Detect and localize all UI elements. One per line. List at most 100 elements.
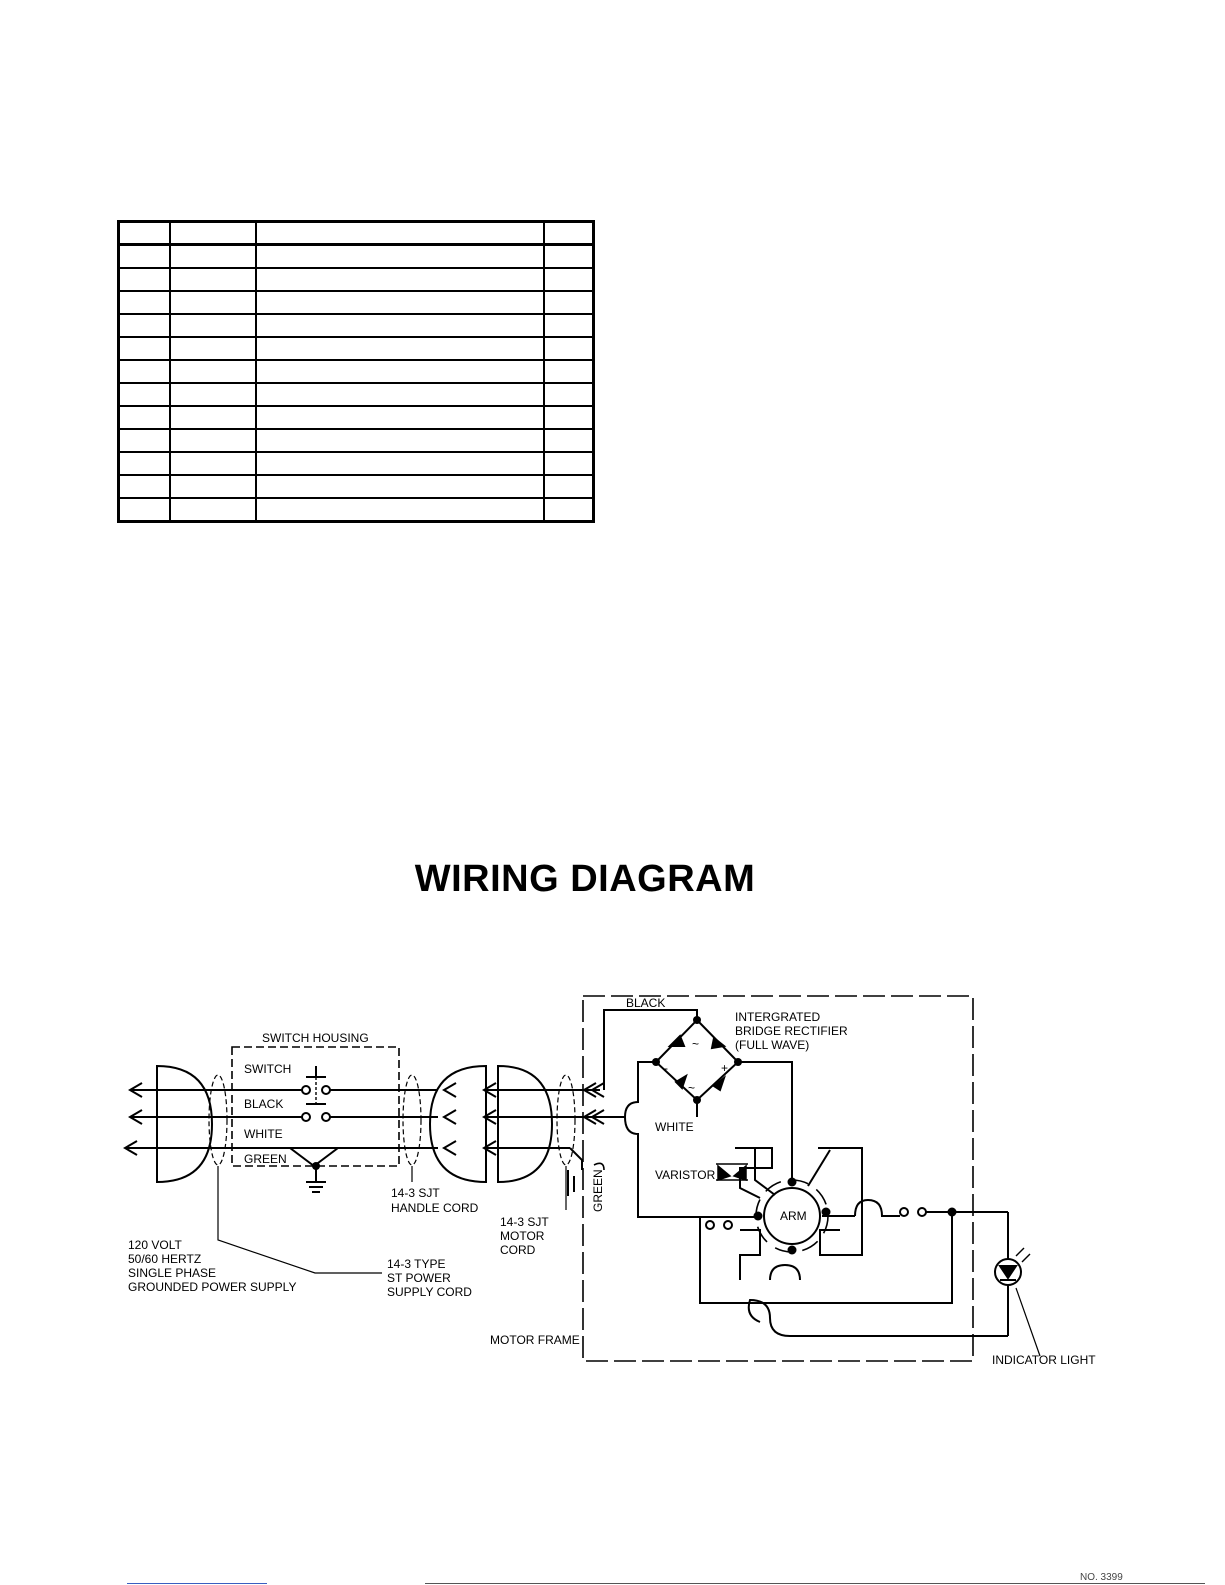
table-cell bbox=[543, 428, 595, 453]
label-white-left: WHITE bbox=[244, 1127, 283, 1141]
label-motor-cord-2: MOTOR bbox=[500, 1229, 545, 1243]
table-cell bbox=[543, 474, 595, 499]
supply-cord-sheath bbox=[208, 1074, 228, 1166]
table-cell bbox=[117, 428, 171, 453]
table-row bbox=[117, 336, 595, 361]
label-motor-cord-3: CORD bbox=[500, 1243, 536, 1257]
label-white-right: WHITE bbox=[655, 1120, 694, 1134]
armature bbox=[763, 1187, 821, 1245]
table-cell bbox=[543, 382, 595, 407]
table-cell bbox=[117, 313, 171, 338]
table-cell bbox=[255, 451, 545, 476]
label-plus: + bbox=[721, 1061, 728, 1075]
table-cell bbox=[255, 290, 545, 315]
label-indicator-light: INDICATOR LIGHT bbox=[992, 1353, 1096, 1367]
table-cell bbox=[255, 405, 545, 430]
table-cell bbox=[117, 336, 171, 361]
table-cell bbox=[117, 474, 171, 499]
arrow-left-1 bbox=[128, 1082, 143, 1098]
label-supply-3: SINGLE PHASE bbox=[128, 1266, 216, 1280]
table-cell bbox=[543, 267, 595, 292]
table-row bbox=[117, 428, 595, 453]
label-green-left: GREEN bbox=[244, 1152, 287, 1166]
label-green-vertical: GREEN bbox=[591, 1169, 605, 1212]
table-cell bbox=[169, 382, 257, 407]
arrow-left-3 bbox=[123, 1140, 138, 1156]
table-row bbox=[117, 290, 595, 315]
table-cell bbox=[117, 451, 171, 476]
table-cell bbox=[117, 382, 171, 407]
table-cell bbox=[117, 290, 171, 315]
label-handle-cord-1: 14-3 SJT bbox=[391, 1186, 440, 1200]
label-st-cord-2: ST POWER bbox=[387, 1271, 451, 1285]
table-cell bbox=[255, 428, 545, 453]
table-cell bbox=[117, 267, 171, 292]
label-st-cord-1: 14-3 TYPE bbox=[387, 1257, 445, 1271]
arrow-left-2 bbox=[128, 1109, 143, 1125]
label-supply-4: GROUNDED POWER SUPPLY bbox=[128, 1280, 296, 1294]
bridge-rectifier bbox=[654, 1018, 740, 1102]
table-cell bbox=[117, 359, 171, 384]
table-cell bbox=[169, 497, 257, 523]
label-tilde-top: ~ bbox=[692, 1037, 699, 1051]
table-cell bbox=[543, 359, 595, 384]
table-row bbox=[117, 243, 595, 269]
table-cell bbox=[255, 336, 545, 361]
handle-cord-sheath bbox=[402, 1074, 422, 1166]
table-cell bbox=[169, 428, 257, 453]
table-cell bbox=[543, 497, 595, 523]
label-supply-2: 50/60 HERTZ bbox=[128, 1252, 201, 1266]
label-black-left: BLACK bbox=[244, 1097, 283, 1111]
footer-rule-blue bbox=[127, 1583, 267, 1584]
table-cell bbox=[255, 497, 545, 523]
label-varistor: VARISTOR bbox=[655, 1168, 716, 1182]
table-cell bbox=[255, 220, 545, 246]
varistor-symbol bbox=[716, 1163, 748, 1182]
label-rectifier-1: INTERGRATED bbox=[735, 1010, 820, 1024]
table-cell bbox=[543, 290, 595, 315]
table-cell bbox=[543, 313, 595, 338]
table-cell bbox=[543, 405, 595, 430]
table-cell bbox=[169, 313, 257, 338]
table-header-row bbox=[117, 220, 595, 246]
label-st-cord-3: SUPPLY CORD bbox=[387, 1285, 472, 1299]
table-cell bbox=[117, 220, 171, 246]
table-cell bbox=[543, 451, 595, 476]
diagram-title: WIRING DIAGRAM bbox=[414, 858, 756, 900]
table-row bbox=[117, 474, 595, 499]
label-motor-cord-1: 14-3 SJT bbox=[500, 1215, 549, 1229]
table-row bbox=[117, 382, 595, 407]
label-switch-housing: SWITCH HOUSING bbox=[262, 1031, 369, 1045]
table-cell bbox=[255, 243, 545, 269]
table-cell bbox=[255, 359, 545, 384]
label-arm: ARM bbox=[780, 1209, 807, 1223]
handle-plug bbox=[428, 1064, 487, 1184]
table-row bbox=[117, 313, 595, 338]
table-cell bbox=[543, 336, 595, 361]
table-row bbox=[117, 451, 595, 476]
table-row bbox=[117, 359, 595, 384]
table-cell bbox=[117, 405, 171, 430]
motor-plug bbox=[497, 1064, 554, 1184]
supply-plug bbox=[156, 1064, 214, 1184]
table-cell bbox=[169, 405, 257, 430]
table-cell bbox=[169, 474, 257, 499]
table-cell bbox=[255, 382, 545, 407]
table-cell bbox=[255, 267, 545, 292]
table-cell bbox=[543, 220, 595, 246]
table-cell bbox=[255, 474, 545, 499]
table-cell bbox=[169, 336, 257, 361]
label-rectifier-3: (FULL WAVE) bbox=[735, 1038, 809, 1052]
table-cell bbox=[117, 497, 171, 523]
switch-contact-1 bbox=[301, 1085, 311, 1095]
table-row bbox=[117, 497, 595, 523]
parts-table bbox=[117, 220, 595, 523]
table-cell bbox=[169, 220, 257, 246]
label-supply-1: 120 VOLT bbox=[128, 1238, 182, 1252]
table-cell bbox=[169, 451, 257, 476]
table-cell bbox=[169, 290, 257, 315]
label-handle-cord-2: HANDLE CORD bbox=[391, 1201, 479, 1215]
label-tilde-bottom: ~ bbox=[688, 1081, 695, 1095]
table-cell bbox=[255, 313, 545, 338]
